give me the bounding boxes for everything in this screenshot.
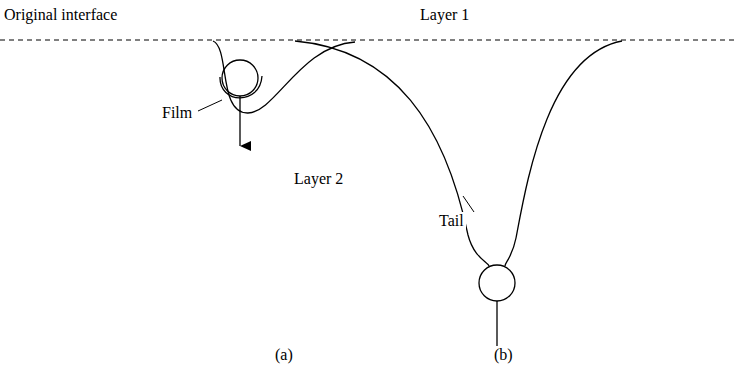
interface-curve (213, 41, 355, 113)
leader-line (463, 196, 474, 212)
motion-arrow (496, 301, 497, 352)
text-label: (b) (492, 346, 515, 364)
text-label: Original interface (2, 6, 119, 24)
interface-curve (295, 41, 489, 266)
sphere (479, 265, 515, 301)
text-label: Layer 1 (418, 6, 471, 24)
text-label: Film (160, 104, 194, 122)
original-interface-line (0, 40, 738, 41)
text-label: Layer 2 (292, 170, 345, 188)
leader-line (198, 100, 222, 111)
text-label: Tail (437, 212, 466, 230)
motion-arrow (239, 96, 240, 146)
text-label: (a) (273, 346, 295, 364)
sphere (222, 60, 258, 96)
interface-curve (505, 41, 622, 266)
